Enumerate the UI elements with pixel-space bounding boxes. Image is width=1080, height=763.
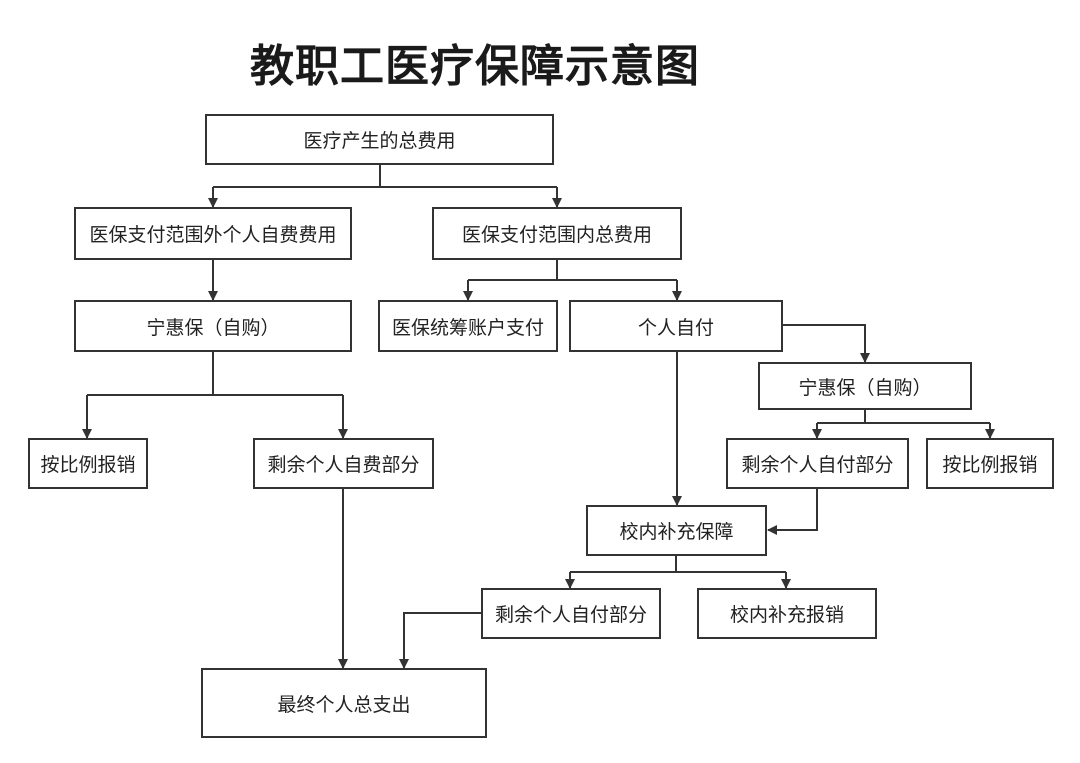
arrow-remaining-lower-to-final [399, 612, 481, 669]
edge-ninghuibao-left-split [87, 351, 343, 396]
node-reimburse-ratio-right: 按比例报销 [926, 438, 1054, 489]
node-campus-supplement: 校内补充保障 [586, 505, 767, 556]
node-personal-self-pay: 个人自付 [569, 300, 783, 352]
node-ninghuibao-right: 宁惠保（自购） [758, 362, 972, 410]
edge-total-to-split [213, 164, 557, 188]
node-remaining-self-pay-right: 剩余个人自付部分 [726, 438, 909, 489]
node-remaining-self-expense: 剩余个人自费部分 [253, 438, 434, 489]
page-title: 教职工医疗保障示意图 [250, 41, 700, 92]
node-total-medical-cost: 医疗产生的总费用 [205, 114, 554, 165]
edge-in-scope-split [468, 259, 677, 281]
node-ninghuibao-left: 宁惠保（自购） [74, 300, 352, 352]
edge-campus-split [570, 555, 786, 573]
arrow-personal-to-ninghuibao-right [783, 324, 870, 363]
node-remaining-self-pay-lower: 剩余个人自付部分 [481, 588, 661, 639]
node-pooled-account-pay: 医保统筹账户支付 [378, 300, 558, 352]
node-reimburse-ratio-left: 按比例报销 [28, 438, 148, 489]
node-campus-reimburse: 校内补充报销 [697, 588, 877, 639]
node-final-personal-expense: 最终个人总支出 [201, 668, 487, 738]
node-out-of-scope-self-pay: 医保支付范围外个人自费费用 [74, 207, 352, 260]
node-in-scope-total: 医保支付范围内总费用 [432, 207, 682, 260]
arrow-remaining-right-to-campus [767, 488, 818, 535]
edge-ninghuibao-right-split [817, 409, 990, 424]
